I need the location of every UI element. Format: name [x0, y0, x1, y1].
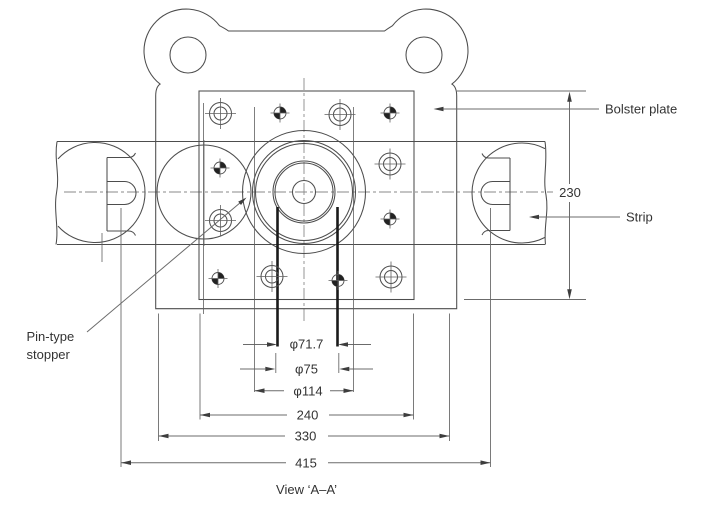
dimension-330: 330 — [158, 313, 450, 444]
view-caption: View ‘A–A’ — [276, 482, 337, 497]
break-line-right — [544, 141, 548, 245]
lobe-hole-right — [405, 36, 443, 74]
die-bore-circles — [241, 129, 367, 255]
dim-text-dia-71-7: φ71.7 — [290, 337, 324, 352]
dimension-240: 240 — [199, 313, 414, 423]
dim-text-330: 330 — [295, 429, 317, 444]
dim-text-dia-114: φ114 — [293, 384, 322, 399]
lobe-hole-left — [169, 36, 207, 74]
dimension-230: 230 — [457, 90, 586, 300]
dimension-dia-75: φ75 — [240, 353, 373, 377]
label-strip: Strip — [529, 210, 653, 225]
strip-outline — [55, 140, 548, 246]
dimension-415: 415 — [120, 208, 491, 471]
dim-text-240: 240 — [297, 408, 319, 423]
break-line-left — [55, 141, 59, 245]
dim-text-dia-75: φ75 — [295, 362, 318, 377]
dimension-dia-71-7: φ71.7 — [243, 337, 371, 352]
blank-station-left — [57, 141, 146, 262]
blank-station-middle — [156, 140, 252, 246]
bolt-holes — [204, 97, 407, 293]
stopper-label-line2: stopper — [27, 347, 71, 362]
bolster-plate-label: Bolster plate — [605, 102, 677, 117]
bolster-plate-outline — [143, 8, 469, 310]
dim-text-415: 415 — [295, 456, 317, 471]
die-plate — [198, 90, 415, 314]
dim-text-230: 230 — [559, 185, 581, 200]
centerlines — [64, 78, 553, 322]
blank-station-right — [471, 142, 546, 244]
label-pin-type-stopper: Pin-type stopper — [27, 197, 247, 362]
label-bolster-plate: Bolster plate — [433, 102, 677, 117]
stopper-label-line1: Pin-type — [27, 329, 75, 344]
strip-label: Strip — [626, 210, 653, 225]
dimension-dia-114: φ114 — [254, 107, 354, 399]
